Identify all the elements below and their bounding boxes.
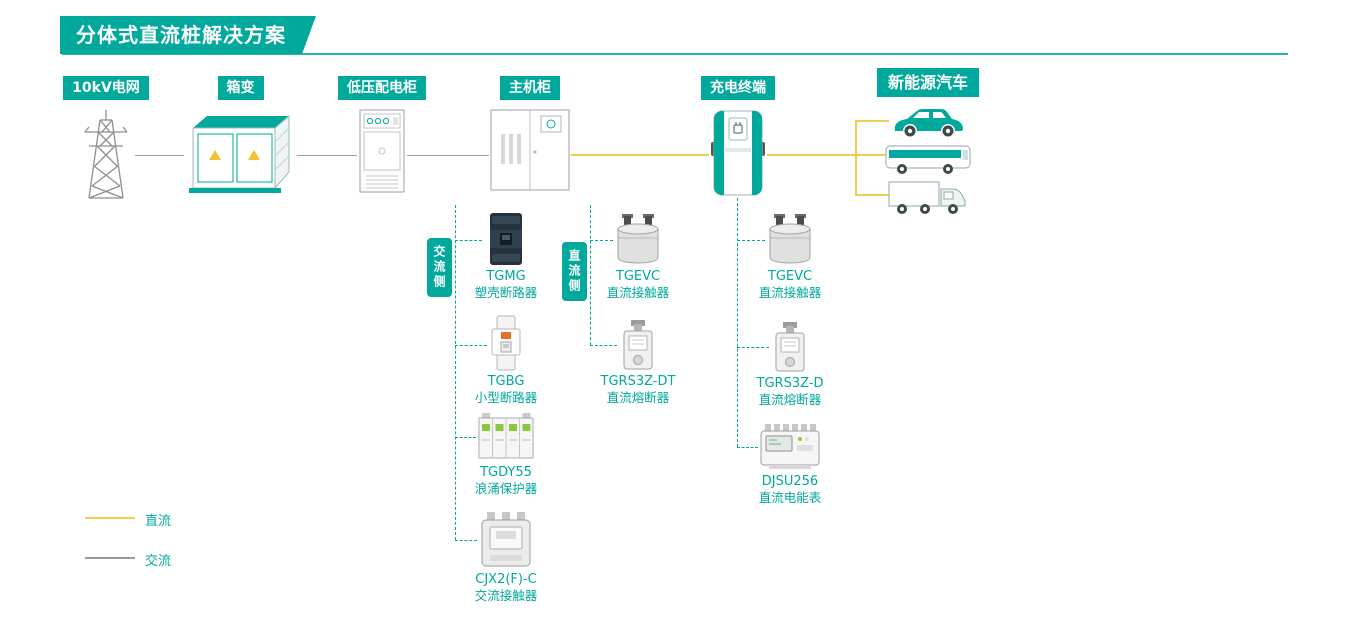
ac-side-label: 交流侧 — [427, 238, 452, 297]
station-charging-terminal: 充电终端 — [692, 76, 784, 198]
surge-protector-icon — [478, 413, 534, 459]
component-model: TGEVC — [767, 269, 813, 284]
dc-connector-2 — [767, 154, 855, 156]
component-tgdy55: TGDY55 浪涌保护器 — [458, 412, 554, 496]
ac-branch-stub-1 — [455, 240, 482, 241]
terminal-branch-stub-2 — [737, 347, 769, 348]
mini-breaker-icon — [491, 315, 521, 371]
component-tgbg: TGBG 小型断路器 — [458, 315, 554, 405]
truck-icon — [888, 181, 966, 215]
component-djsu256: DJSU256 直流电能表 — [742, 423, 838, 505]
terminal-branch-line — [737, 198, 738, 447]
dc-side-label: 直流侧 — [562, 242, 587, 301]
dc-stub-bus — [855, 154, 889, 156]
dc-fuse-icon — [623, 320, 653, 370]
component-name: 直流接触器 — [758, 284, 822, 300]
ac-contactor-icon — [481, 512, 531, 567]
dc-stub-truck — [855, 194, 889, 196]
component-tgrs3z-dt: TGRS3Z-DT 直流熔断器 — [590, 319, 686, 405]
ac-branch-line — [455, 205, 456, 540]
box-transformer-icon — [188, 115, 289, 194]
component-tgevc-main: TGEVC 直流接触器 — [590, 214, 686, 300]
station-label-grid: 10kV电网 — [63, 76, 149, 101]
station-transformer: 箱变 — [183, 76, 298, 196]
molded-case-breaker-icon — [490, 213, 522, 265]
terminal-branch-stub-3 — [737, 447, 758, 448]
dc-stub-car — [855, 120, 889, 122]
component-model: DJSU256 — [761, 474, 819, 489]
component-name: 小型断路器 — [474, 389, 538, 405]
main-cabinet-icon — [490, 109, 570, 191]
component-model: CJX2(F)-C — [475, 572, 537, 587]
station-label-main-cabinet: 主机柜 — [500, 76, 560, 101]
component-model: TGRS3Z-D — [756, 376, 824, 391]
component-name: 塑壳断路器 — [474, 284, 538, 300]
charging-terminal-icon — [711, 110, 765, 196]
ac-connector-1 — [135, 155, 184, 156]
ac-branch-stub-4 — [455, 540, 477, 541]
component-tgrs3z-d: TGRS3Z-D 直流熔断器 — [742, 321, 838, 407]
terminal-branch-stub-1 — [737, 240, 765, 241]
ac-branch-stub-3 — [455, 437, 476, 438]
legend-dc-line — [85, 517, 135, 519]
component-model: TGEVC — [615, 269, 661, 284]
dc-energy-meter-icon — [760, 424, 820, 469]
component-model: TGMG — [486, 269, 526, 284]
component-model: TGRS3Z-DT — [600, 374, 676, 389]
component-model: TGDY55 — [480, 465, 532, 480]
component-name: 直流接触器 — [606, 284, 670, 300]
component-cjx2: CJX2(F)-C 交流接触器 — [458, 511, 554, 603]
ac-connector-2 — [297, 155, 357, 156]
dc-contactor-icon — [617, 214, 659, 264]
ac-branch-stub-2 — [455, 345, 487, 346]
station-label-charging-terminal: 充电终端 — [701, 76, 775, 101]
page-title-banner: 分体式直流桩解决方案 — [60, 16, 316, 54]
component-tgmg: TGMG 塑壳断路器 — [458, 212, 554, 300]
title-underline — [62, 53, 1288, 55]
transmission-tower-icon — [84, 110, 128, 199]
dc-fuse-icon — [775, 322, 805, 372]
ac-connector-3 — [407, 155, 489, 156]
lv-distribution-cabinet-icon — [359, 109, 405, 193]
legend-ac-label: 交流 — [145, 554, 172, 569]
dc-branch-stub-2 — [590, 345, 617, 346]
component-tgevc-terminal: TGEVC 直流接触器 — [742, 214, 838, 300]
dc-branch-stub-1 — [590, 240, 613, 241]
station-main-cabinet: 主机柜 — [480, 76, 580, 192]
legend-ac-line — [85, 557, 135, 559]
station-label-lv-cabinet: 低压配电柜 — [338, 76, 426, 101]
component-name: 直流熔断器 — [758, 391, 822, 407]
dc-connector-1 — [571, 154, 709, 156]
component-name: 浪涌保护器 — [474, 480, 538, 496]
page-title: 分体式直流桩解决方案 — [76, 23, 286, 47]
component-model: TGBG — [487, 374, 525, 389]
car-icon — [894, 109, 963, 137]
ev-vehicles-icon — [884, 105, 972, 217]
bus-icon — [885, 145, 971, 175]
dc-branch-line — [590, 205, 591, 345]
dc-contactor-icon — [769, 214, 811, 264]
legend-dc-label: 直流 — [145, 514, 172, 529]
station-grid: 10kV电网 — [58, 76, 154, 200]
dc-vehicle-bus-line — [855, 120, 857, 196]
component-name: 直流熔断器 — [606, 389, 670, 405]
station-lv-cabinet: 低压配电柜 — [332, 76, 432, 196]
component-name: 交流接触器 — [474, 587, 538, 603]
component-name: 直流电能表 — [758, 489, 822, 505]
station-vehicles: 新能源汽车 — [868, 68, 988, 217]
station-label-transformer: 箱变 — [217, 76, 264, 101]
station-label-vehicles: 新能源汽车 — [876, 68, 979, 98]
